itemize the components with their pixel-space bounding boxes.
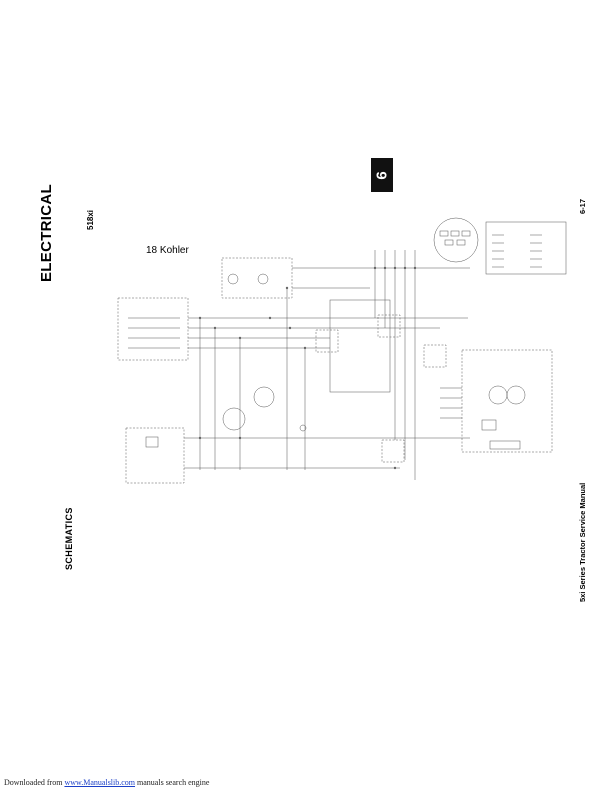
manualslib-link[interactable]: www.Manualslib.com [64,778,136,787]
engine-label: 18 Kohler [146,245,189,256]
download-footer: Downloaded from www.Manualslib.com manua… [4,778,209,787]
chapter-tab: 6 [371,158,393,192]
footer-suffix: manuals search engine [137,778,210,787]
footer-prefix: Downloaded from [4,778,63,787]
